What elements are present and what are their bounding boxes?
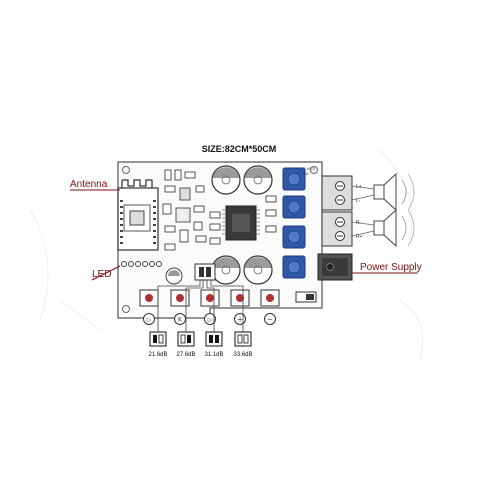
speaker-terminal-left: [321, 175, 353, 211]
speaker-icon: [373, 172, 415, 212]
power-supply-callout-label: Power Supply: [360, 262, 422, 273]
gain-label-3: 31.1dB: [204, 352, 223, 358]
background-sketch: [29, 149, 423, 361]
capacitor-top-1: [211, 165, 241, 195]
mounting-hole: [310, 166, 318, 174]
volume-up-button[interactable]: [230, 289, 250, 307]
gain-label-2: 27.6dB: [176, 352, 195, 358]
capacitor-top-2: [243, 165, 273, 195]
terminal-label-l-minus: L-: [356, 198, 361, 204]
terminal-label-r-plus: R+: [356, 234, 363, 240]
play-button[interactable]: [139, 289, 159, 307]
blue-inductor: [282, 255, 306, 279]
prev-button[interactable]: [170, 289, 190, 307]
smd-components: [162, 169, 277, 251]
capacitor-bottom-2: [243, 255, 273, 285]
led-callout-line: [91, 265, 121, 281]
jumper-lines: [157, 280, 244, 332]
mounting-hole: [122, 166, 130, 174]
blue-inductor: [282, 225, 306, 249]
led-callout-label: LED: [92, 269, 111, 280]
gain-jumper-config-1: [149, 331, 167, 347]
speaker-terminal-right: [321, 211, 353, 247]
prev-symbol: K: [178, 317, 183, 324]
gain-jumper-config-4: [234, 331, 252, 347]
mounting-hole: [122, 305, 130, 313]
minus-symbol: −: [267, 316, 273, 324]
volume-down-button[interactable]: [260, 289, 280, 307]
capacitor-bottom-1: [211, 255, 241, 285]
gain-jumper-config-2: [177, 331, 195, 347]
led-row: [121, 261, 162, 267]
gain-jumper-header: [194, 263, 216, 281]
antenna-callout-label: Antenna: [70, 179, 108, 190]
gain-label-1: 21.6dB: [148, 352, 167, 358]
speaker-icon: [373, 208, 415, 248]
next-button[interactable]: [200, 289, 220, 307]
antenna-trace: [121, 179, 153, 188]
bluetooth-module: [117, 179, 159, 251]
size-label: SIZE:82CM*50CM: [202, 144, 277, 154]
blue-inductor: [282, 195, 306, 219]
gain-label-4: 33.6dB: [233, 352, 252, 358]
gain-jumper-config-3: [205, 331, 223, 347]
play-symbol: ▷: [147, 317, 152, 324]
blue-inductor: [282, 167, 306, 191]
amplifier-chip: [222, 205, 260, 241]
button-row: [139, 289, 280, 307]
next-symbol: ▷: [208, 317, 213, 324]
plus-symbol: +: [237, 316, 243, 324]
power-jack: [317, 253, 353, 281]
